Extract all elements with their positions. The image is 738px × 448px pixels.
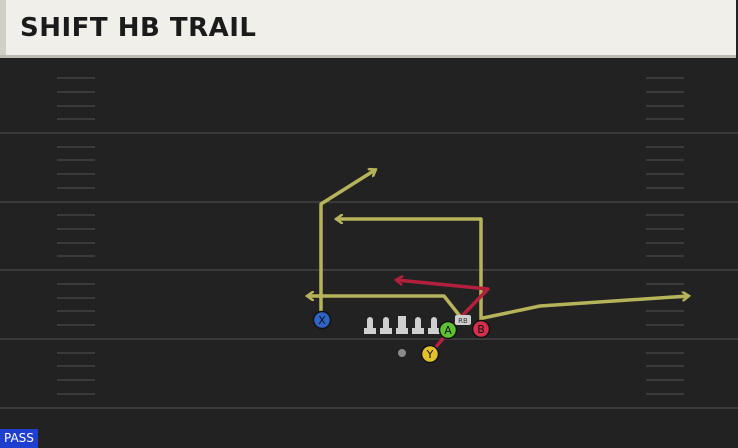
play-title-bar: SHIFT HB TRAIL	[0, 0, 736, 58]
field-background	[0, 61, 738, 448]
lineman-rg	[412, 317, 424, 334]
svg-text:X: X	[318, 314, 326, 327]
play-title: SHIFT HB TRAIL	[20, 13, 257, 43]
svg-text:B: B	[477, 323, 485, 336]
title-accent-strip	[0, 0, 6, 55]
lineman-rt	[428, 317, 440, 334]
lineman-lt	[364, 317, 376, 334]
player-a-badge[interactable]: A	[438, 320, 458, 340]
center	[396, 316, 408, 334]
player-x-badge[interactable]: X	[312, 310, 332, 330]
quarterback-marker	[398, 349, 406, 357]
route-b-corner[interactable]	[337, 219, 483, 330]
play-field: RB X A B Y	[0, 61, 738, 448]
svg-text:RB: RB	[458, 317, 468, 325]
player-b-badge[interactable]: B	[471, 319, 491, 339]
offensive-line	[364, 316, 440, 334]
yard-lines	[0, 132, 738, 409]
route-b-out[interactable]	[481, 296, 688, 320]
route-x-post[interactable]	[319, 170, 375, 321]
svg-text:Y: Y	[426, 348, 434, 361]
hash-marks-left	[57, 77, 95, 395]
svg-text:A: A	[444, 324, 452, 337]
route-rb-trail[interactable]	[308, 296, 465, 322]
lineman-lg	[380, 317, 392, 334]
rb-tag: RB	[455, 315, 471, 325]
player-y-badge[interactable]: Y	[420, 344, 440, 364]
play-type-badge: PASS	[0, 429, 38, 448]
